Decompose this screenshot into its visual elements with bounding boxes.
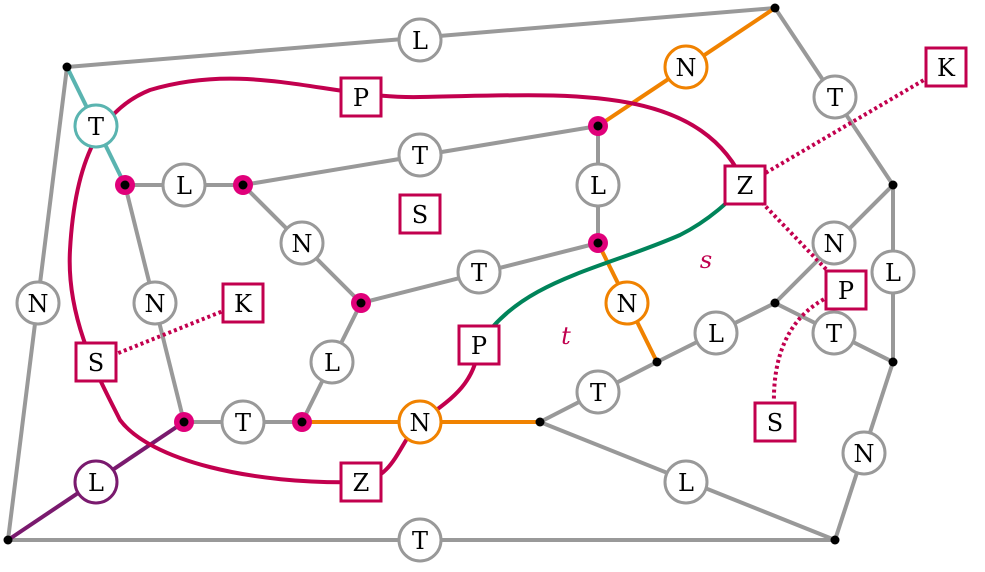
label-circle [309,339,355,385]
label-circle [73,103,119,149]
circle-label-hi: T [590,379,606,407]
label-square [824,269,868,311]
vertex-dot [356,298,366,308]
label-circle [397,17,443,63]
circle-label-right_upper: T [827,84,843,112]
vertex-dot [62,62,72,72]
circle-label-top_edge: L [412,27,428,55]
vertex-dot [770,298,780,308]
square-label-p_top: P [353,84,369,112]
circle-label-inner_l2: L [590,172,606,200]
label-circle [456,249,502,295]
circle-label-right_mid: L [885,259,901,287]
label-circle [397,399,443,445]
circle-label-bottom_edge: T [412,527,428,555]
vertex-dot [297,417,307,427]
square-label-z_right: Z [737,172,754,200]
circle-label-inner_n1: N [292,230,313,258]
label-square [457,324,501,366]
circle-label-id: L [678,469,694,497]
label-square [924,46,968,88]
square-label-s_right: S [767,409,783,437]
square-label-k_top: K [937,54,956,82]
label-circle [841,430,887,476]
vertex-dot [535,417,545,427]
label-square [74,341,118,383]
italic-label-s: s [700,246,712,274]
label-circle [397,132,443,178]
circle-label-eg: N [824,230,845,258]
square-label-s_left: S [88,349,104,377]
label-circle [812,74,858,120]
vertex-dot [3,535,13,545]
circle-label-inner_t2: T [471,259,487,287]
label-circle [811,220,857,266]
square-label-z_bottom: Z [353,469,370,497]
vertex-dot [652,357,662,367]
label-square [723,164,767,206]
vertex-dot [830,535,840,545]
vertex-dot [593,121,603,131]
label-circle [604,280,650,326]
circle-label-inner_l1: L [176,172,192,200]
circle-label-inner_t1: T [412,142,428,170]
label-circle [15,280,61,326]
label-circle [397,517,443,563]
square-label-p_mid: P [471,332,487,360]
label-circle [693,310,739,356]
label-square [339,461,383,503]
circle-label-orange_n2: N [676,54,697,82]
label-square [398,193,442,235]
label-circle [161,162,207,208]
circle-label-inner_l3: L [324,349,340,377]
circle-label-gf: T [826,320,842,348]
label-square [339,76,383,118]
vertex-dot [888,357,898,367]
label-circle [220,399,266,445]
vertex-dot [120,180,130,190]
vertex-dot [888,180,898,190]
label-circle [575,162,621,208]
label-circle [811,310,857,356]
label-circle [132,280,178,326]
vertex-dot [238,180,248,190]
square-label-s_center: S [412,201,428,229]
circle-label-purple_l: L [88,469,104,497]
circle-label-left_edge: N [28,290,49,318]
vertex-dot [770,3,780,13]
label-circle [663,459,709,505]
label-circle [575,369,621,415]
label-circle [73,459,119,505]
vertex-dot [593,238,603,248]
circle-label-inner_n2: N [145,290,166,318]
dotted-edge [95,301,244,364]
circle-label-orange_n3: N [617,290,638,318]
label-circle [870,249,916,295]
label-square [753,401,797,443]
circle-label-gh: L [708,320,724,348]
dotted-edge [743,65,948,187]
square-label-p_right: P [838,277,854,305]
label-circle [279,220,325,266]
square-label-k_left: K [234,290,253,318]
circle-label-teal_t: T [88,113,104,141]
label-circle [663,44,709,90]
circle-label-orange_n1: N [410,409,431,437]
vertex-dot [179,417,189,427]
crimson-curve [67,76,747,485]
circle-label-inner_t3: T [235,409,251,437]
italic-label-t: t [561,322,571,350]
circle-label-right_lower: N [854,440,875,468]
label-square [221,282,265,324]
